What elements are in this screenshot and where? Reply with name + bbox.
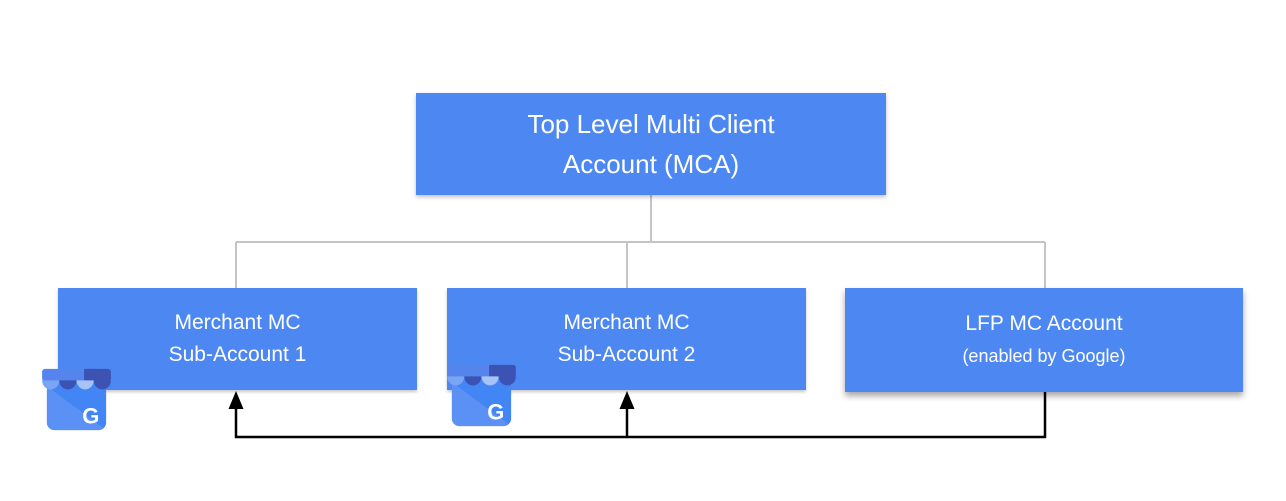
google-business-profile-icon [445,363,518,428]
google-business-profile-icon [40,367,113,432]
arrow-up-icon [228,391,244,409]
feedback-connector-lfp-to-subaccounts [228,391,1047,439]
node-label-line2: (enabled by Google) [962,346,1126,366]
node-top-level-mca: Top Level Multi Client Account (MCA) [416,93,886,195]
arrow-up-icon [619,391,635,409]
node-label-line1: Merchant MC [174,311,301,334]
node-label-line1: LFP MC Account [965,312,1123,335]
tree-connector-root-to-children [235,195,1046,288]
node-label-line1: Top Level Multi Client [527,109,775,139]
node-label-line2: Sub-Account 1 [168,343,307,366]
node-label-line1: Merchant MC [563,311,690,334]
node-lfp-mc-account: LFP MC Account (enabled by Google) [845,288,1243,392]
node-label-line2: Account (MCA) [562,149,740,179]
node-merchant-sub-account-2: Merchant MC Sub-Account 2 [447,288,806,390]
node-label-line2: Sub-Account 2 [557,343,696,366]
node-merchant-sub-account-1: Merchant MC Sub-Account 1 [58,288,417,390]
